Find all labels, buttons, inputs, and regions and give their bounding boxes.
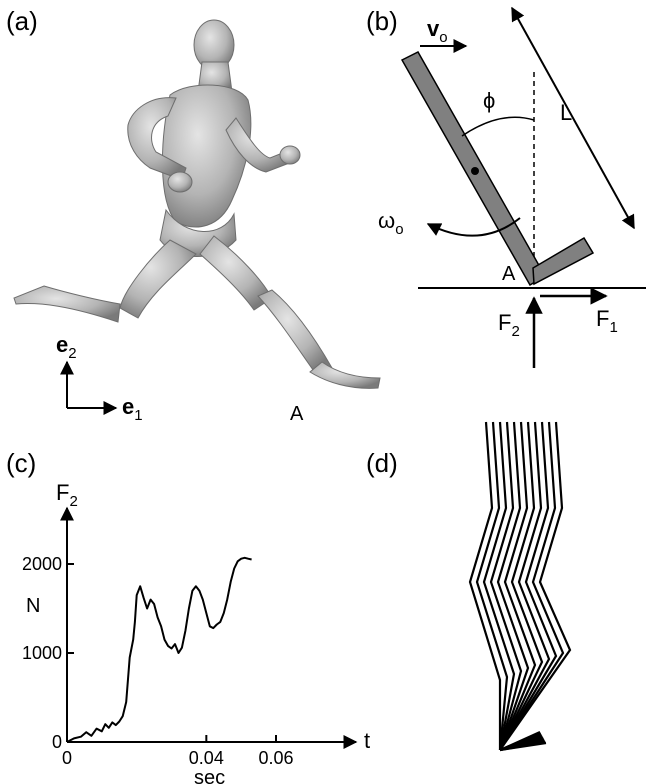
leg-configuration <box>499 421 551 751</box>
x-axis-label: t <box>364 728 370 753</box>
x-tick-label: 0.04 <box>189 748 224 768</box>
leg-configuration <box>496 421 530 751</box>
leg-configuration <box>499 421 572 751</box>
contact-point-a: A <box>290 403 304 425</box>
panel-b-label: (b) <box>366 6 398 36</box>
center-of-mass-dot <box>471 167 479 175</box>
y-unit-label: N <box>26 595 40 617</box>
e1-label: e1 <box>122 394 143 424</box>
angle-arc <box>461 116 535 137</box>
panel-a: (a) <box>6 6 381 425</box>
contact-point-b: A <box>502 263 516 285</box>
y-tick-label: 1000 <box>22 643 62 663</box>
leg-configuration <box>489 421 523 751</box>
x-unit-label: sec <box>194 767 225 784</box>
foot-bar <box>532 236 595 286</box>
panel-a-label: (a) <box>6 6 38 36</box>
leg-configuration <box>499 421 565 751</box>
angular-velocity-label: ωo <box>378 208 404 238</box>
force-vertical-label: F2 <box>498 310 520 340</box>
basis-vectors: e2 e1 <box>56 332 143 424</box>
leg-configuration <box>475 421 509 751</box>
e2-label: e2 <box>56 332 77 362</box>
leg-configuration <box>468 421 502 750</box>
length-label: L <box>560 100 572 125</box>
angular-velocity-arrow <box>426 217 521 237</box>
runner-figure <box>13 19 381 389</box>
panel-c-label: (c) <box>6 448 36 478</box>
length-arrow <box>511 6 635 230</box>
x-tick-label: 0.06 <box>258 748 293 768</box>
leg-configuration <box>498 421 537 751</box>
angle-label: ϕ <box>483 88 495 113</box>
y-axis-label: F2 <box>56 480 78 510</box>
y-tick-label: 0 <box>52 732 62 752</box>
force-horizontal-label: F1 <box>596 306 618 336</box>
panel-c: (c) F2 N t sec 0 0.04 0.06 0 1000 2000 <box>6 448 370 784</box>
leg-configuration <box>499 421 544 751</box>
x-tick-label: 0 <box>62 748 72 768</box>
series-line <box>66 556 252 743</box>
leg-configuration <box>482 421 516 751</box>
panel-d-label: (d) <box>366 448 398 478</box>
velocity-label: vo <box>427 16 448 46</box>
panel-d: (d) <box>366 421 572 752</box>
leg-sequence <box>468 421 572 752</box>
chart-ticks: 0 0.04 0.06 0 1000 2000 <box>22 554 294 768</box>
foot-configuration <box>499 730 541 752</box>
leg-configuration <box>499 421 558 751</box>
y-tick-label: 2000 <box>22 554 62 574</box>
panel-b: (b) vo ϕ L ωo A F2 F1 <box>366 6 646 368</box>
